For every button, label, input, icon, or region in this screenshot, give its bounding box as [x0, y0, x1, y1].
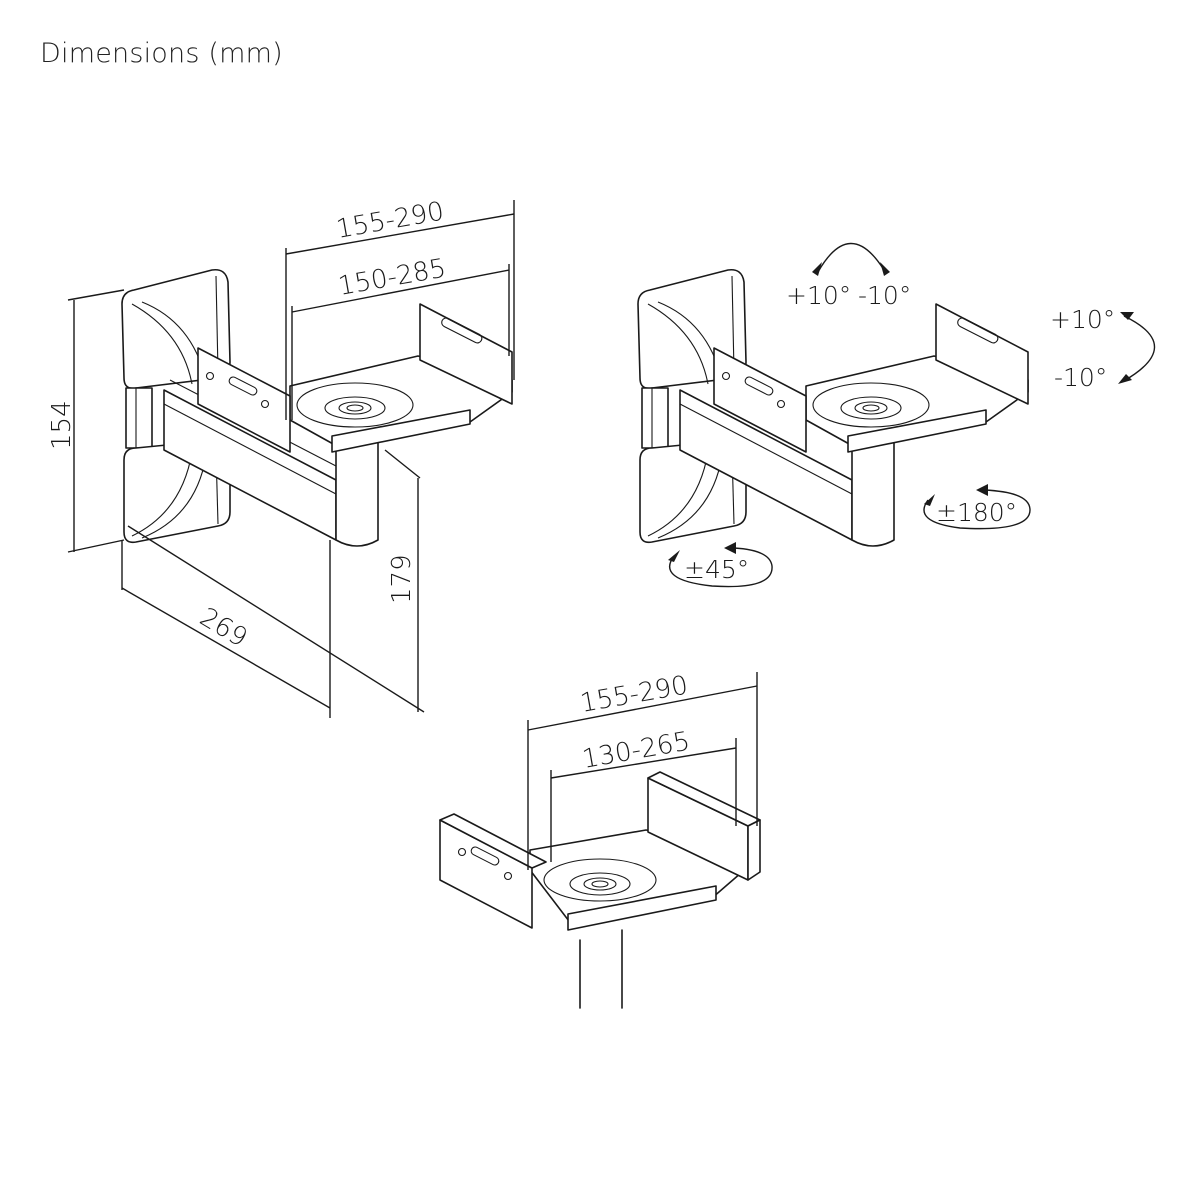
- swivel-wall-arc-icon: [668, 547, 773, 588]
- side-view-drawing: 155-290 150-285 154 269 179: [47, 196, 515, 718]
- tilt-side-arc-icon: [1121, 315, 1156, 383]
- platform-outer-width-label: 155-290: [578, 670, 690, 718]
- tilt-arc-icon: [817, 242, 885, 273]
- swivel-wall-label: ±45°: [684, 555, 749, 584]
- dim-height-label: 154: [47, 400, 77, 450]
- tilt-side-minus-label: -10°: [1054, 363, 1107, 392]
- dim-outer-width-label: 155-290: [334, 196, 446, 244]
- tilt-top-plus-label: +10°: [786, 281, 851, 310]
- dim-inner-width-label: 150-285: [336, 253, 448, 301]
- swivel-arc-icon: [923, 489, 1031, 530]
- platform-view-drawing: 155-290 130-265: [439, 670, 761, 1009]
- page-title: Dimensions (mm): [40, 38, 283, 69]
- tilt-side-plus-label: +10°: [1050, 305, 1115, 334]
- swivel-platform-label: ±180°: [936, 498, 1017, 527]
- adjustment-view-drawing: +10° -10° +10° -10° ±180° ±45°: [637, 242, 1156, 588]
- platform-inner-width-label: 130-265: [580, 726, 692, 774]
- tilt-top-minus-label: -10°: [858, 281, 911, 310]
- dim-arm-height-label: 179: [387, 554, 417, 604]
